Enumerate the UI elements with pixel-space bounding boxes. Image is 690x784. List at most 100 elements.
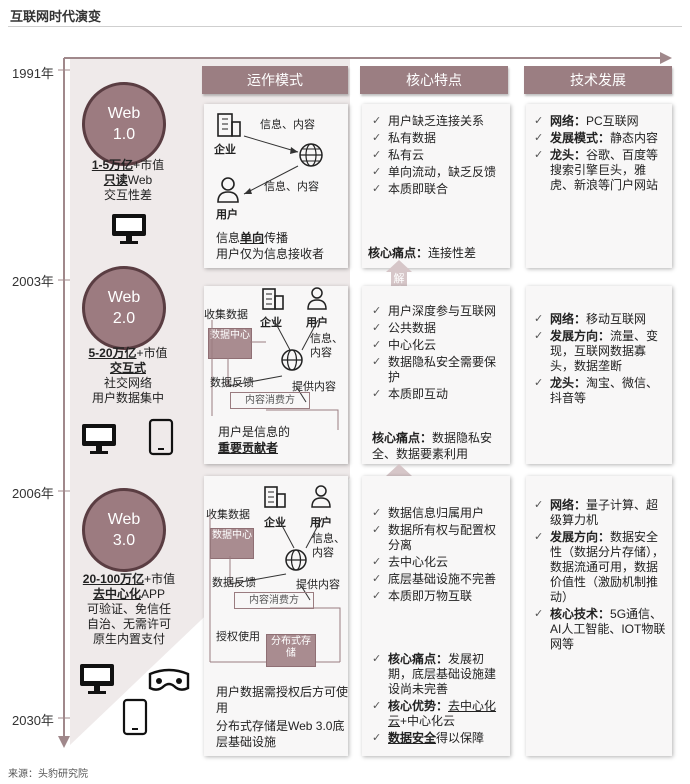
web1-tech-mode: 发展模式：静态内容 — [534, 131, 668, 146]
web1-pain-text: 连接性差 — [428, 246, 477, 260]
web3-market-suffix: +市值 — [144, 572, 176, 586]
web3-feature-5: 本质即万物互联 — [372, 589, 504, 604]
web3-info-label: 信息、内容 — [312, 533, 345, 559]
web3-collect-label: 收集数据 — [206, 509, 250, 521]
web1-summary-spread: 传播 — [264, 231, 289, 245]
web1-feature-1: 用户缺乏连接关系 — [372, 114, 504, 129]
web2-tech-leaders-value: 淘宝、微信、抖音等 — [550, 376, 659, 405]
web2-user-label: 用户 — [306, 317, 328, 329]
web2-collect-label: 收集数据 — [204, 309, 248, 321]
web1-tech-leaders-value: 谷歌、百度等搜索引擎巨头，雅虎、新浪等门户网站 — [550, 148, 659, 192]
web1-tech-mode-value: 静态内容 — [610, 131, 659, 145]
source-note: 来源：头豹研究院 — [8, 769, 88, 780]
globe-icon — [281, 349, 303, 371]
building-icon — [264, 486, 286, 508]
web3-advantage: 核心优势：去中心化云+中心化云 — [372, 699, 506, 729]
web1-pain-label: 核心痛点： — [368, 246, 429, 260]
web2-feature-2: 公共数据 — [372, 321, 504, 336]
building-icon — [217, 113, 241, 137]
web2-feature-1: 用户深度参与互联网 — [372, 304, 504, 319]
web2-pain-point: 核心痛点：数据隐私安全、数据要素利用 — [372, 430, 506, 462]
web3-core-list: 核心痛点：发展初期，底层基础设施建设尚未完善 核心优势：去中心化云+中心化云 数… — [372, 652, 506, 748]
web1-features-card: 用户缺乏连接关系 私有数据 私有云 单向流动，缺乏反馈 本质即联合 核心痛点：连… — [362, 104, 510, 268]
web3-operation-card: 收集数据 企业 用户 数据中心 信息、内容 数据反馈 提供内容 内容消费方 授权… — [204, 476, 348, 756]
web2-social: 社交网络 — [103, 376, 152, 390]
desktop-monitor-icon — [80, 664, 114, 694]
web3-user-label: 用户 — [310, 517, 332, 529]
web2-circle-name: Web — [107, 289, 141, 306]
web3-decentralized: 去中心化 — [92, 587, 141, 601]
web1-summary-info: 信息 — [216, 231, 241, 245]
web3-feature-1: 数据信息归属用户 — [372, 506, 504, 521]
web3-adv-centralized: +中心化云 — [400, 714, 456, 728]
web3-provide-label: 提供内容 — [296, 579, 340, 591]
web1-operation-summary: 信息单向传播 用户仅为信息接收者 — [216, 230, 346, 262]
web3-security-label: 数据安全 — [388, 731, 437, 745]
web2-tech-leaders-label: 龙头： — [550, 376, 587, 390]
web3-summary-line1: 用户数据需授权后方可使用 — [216, 685, 349, 715]
web2-tech-network-value: 移动互联网 — [586, 312, 647, 326]
web1-circle-version: 1.0 — [112, 126, 136, 143]
web2-summary-line1: 用户是信息的 — [218, 425, 291, 439]
web1-flow-label-2: 信息、内容 — [264, 181, 319, 193]
web1-flow-label-1: 信息、内容 — [260, 119, 315, 131]
web2-pain-label: 核心痛点： — [372, 431, 433, 445]
web1-feature-4: 单向流动，缺乏反馈 — [372, 165, 504, 180]
tablet-icon — [148, 418, 174, 456]
web2-tech-card: 网络：移动互联网 发展方向：流量、变现，互联网数据寡头，数据垄断 龙头：淘宝、微… — [526, 286, 672, 464]
column-header-core-features: 核心特点 — [360, 66, 508, 94]
web3-security: 数据安全得以保障 — [372, 731, 506, 746]
web2-feedback-label: 数据反馈 — [210, 377, 254, 389]
desktop-monitor-icon — [112, 214, 146, 244]
web1-tech-network-value: PC互联网 — [586, 114, 639, 128]
web1-tech-card: 网络：PC互联网 发展模式：静态内容 龙头：谷歌、百度等搜索引擎巨头，雅虎、新浪… — [526, 104, 672, 268]
web2-interactive: 交互式 — [109, 361, 146, 375]
web2-pain-text: 数据隐私安全、数据要素利用 — [372, 431, 493, 461]
web2-operation-card: 收集数据 企业 用户 数据中心 信息、内容 数据反馈 提供内容 内容消费方 用户… — [204, 286, 348, 464]
web2-tech-direction: 发展方向：流量、变现，互联网数据寡头，数据垄断 — [534, 329, 668, 374]
web1-summary-oneway: 单向 — [240, 231, 265, 245]
web3-summary-line2: 分布式存储是Web 3.0底层基础设施 — [216, 719, 345, 749]
web3-app: APP — [141, 587, 166, 601]
web2-description: 5-20万亿+市值 交互式 社交网络 用户数据集中 — [72, 346, 184, 406]
web1-market-value: 1-5万亿 — [91, 158, 134, 172]
user-icon — [217, 177, 239, 203]
web2-feature-4: 数据隐私安全需要保护 — [372, 355, 504, 385]
web3-operation-summary: 用户数据需授权后方可使用 分布式存储是Web 3.0底层基础设施 — [216, 684, 348, 750]
vr-headset-icon — [148, 668, 190, 691]
web1-interactivity: 交互性差 — [103, 188, 152, 202]
web2-tech-network: 网络：移动互联网 — [534, 312, 668, 327]
web3-pain-label: 核心痛点： — [388, 652, 449, 666]
web3-security-text: 得以保障 — [436, 731, 485, 745]
web3-description: 20-100万亿+市值 去中心化APP 可验证、免信任 自治、无需许可 原生内置… — [70, 572, 188, 647]
web3-market-value: 20-100万亿 — [82, 572, 145, 586]
web2-circle: Web 2.0 — [82, 266, 166, 350]
web1-flow-arrows — [243, 135, 299, 195]
web1-operation-card: 企业 信息、内容 信息、内容 用户 信息单向传播 用户仅为信息接收者 — [204, 104, 348, 268]
web1-feature-3: 私有云 — [372, 148, 504, 163]
column-header-tech-development: 技术发展 — [524, 66, 672, 94]
year-2003: 2003年 — [12, 274, 54, 289]
web1-feature-list: 用户缺乏连接关系 私有数据 私有云 单向流动，缺乏反馈 本质即联合 — [372, 114, 504, 199]
web3-data-center-box: 数据中心 — [210, 528, 254, 559]
year-2006: 2006年 — [12, 486, 54, 501]
web3-feature-3: 去中心化云 — [372, 555, 504, 570]
web1-web: Web — [127, 173, 153, 187]
web1-feature-2: 私有数据 — [372, 131, 504, 146]
web3-payment: 原生内置支付 — [92, 632, 165, 646]
web2-feature-list: 用户深度参与互联网 公共数据 中心化云 数据隐私安全需要保护 本质即互动 — [372, 304, 504, 404]
web3-tech-network-value: 量子计算、超级算力机 — [550, 498, 659, 527]
web3-tech-network-label: 网络： — [550, 498, 587, 512]
web2-enterprise-label: 企业 — [260, 317, 282, 329]
web2-provide-label: 提供内容 — [292, 381, 336, 393]
web1-market-suffix: +市值 — [133, 158, 165, 172]
web3-consumer-box: 内容消费方 — [234, 592, 314, 609]
web2-data-centralized: 用户数据集中 — [91, 391, 164, 405]
web3-tech-direction: 发展方向：数据安全性（数据分片存储），数据流通可用，数据价值性（激励机制推动） — [534, 530, 668, 605]
web1-tech-mode-label: 发展模式： — [550, 131, 611, 145]
web3-enterprise-label: 企业 — [264, 517, 286, 529]
web1-enterprise-label: 企业 — [214, 144, 236, 156]
web3-tech-core: 核心技术：5G通信、AI人工智能、IOT物联网等 — [534, 607, 668, 652]
web2-data-center-box: 数据中心 — [208, 328, 252, 359]
user-icon — [307, 287, 327, 310]
